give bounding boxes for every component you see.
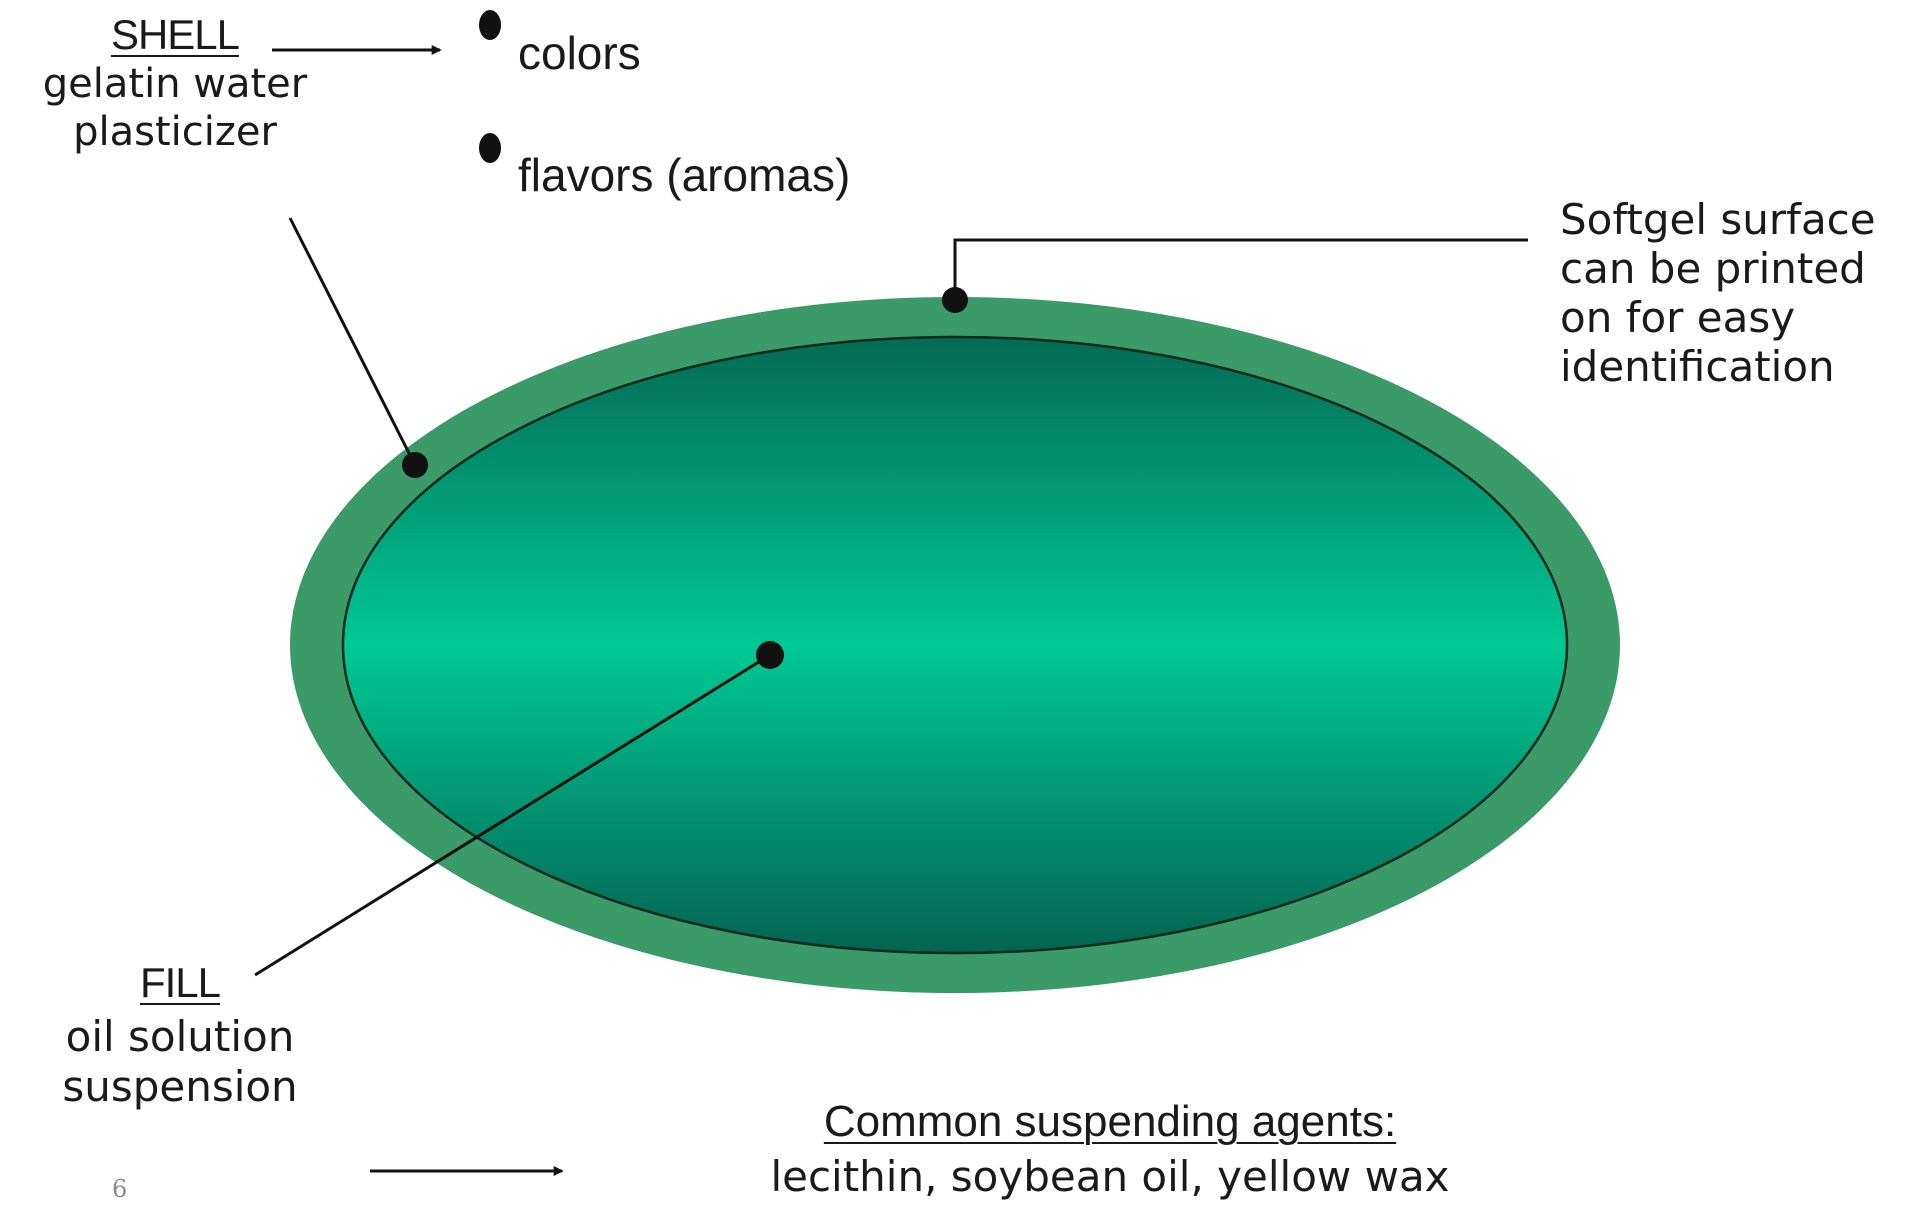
additive-flavors: flavors (aromas) bbox=[518, 152, 850, 198]
surface-leader-dot bbox=[942, 287, 968, 313]
shell-label-block: SHELL gelatin water plasticizer bbox=[10, 14, 340, 152]
surface-line-3: on for easy bbox=[1560, 293, 1876, 342]
surface-line-1: Softgel surface bbox=[1560, 195, 1876, 244]
bullet-colors bbox=[479, 10, 501, 40]
shell-title: SHELL bbox=[10, 14, 340, 56]
shell-leader-dot bbox=[402, 452, 428, 478]
fill-label-block: FILL oil solution suspension bbox=[40, 962, 320, 1108]
surface-leader-line bbox=[955, 240, 1528, 300]
shell-line-2: plasticizer bbox=[10, 112, 340, 152]
shell-line-1: gelatin water bbox=[10, 64, 340, 104]
surface-line-2: can be printed bbox=[1560, 244, 1876, 293]
slide-number: 6 bbox=[112, 1175, 127, 1203]
capsule-fill bbox=[343, 337, 1567, 953]
fill-leader-dot bbox=[756, 641, 784, 669]
fill-line-2: suspension bbox=[40, 1066, 320, 1108]
fill-title: FILL bbox=[40, 962, 320, 1004]
surface-line-4: identification bbox=[1560, 342, 1876, 391]
shell-leader-line bbox=[290, 218, 415, 465]
surface-note: Softgel surface can be printed on for ea… bbox=[1560, 195, 1876, 391]
suspending-agents-block: Common suspending agents: lecithin, soyb… bbox=[700, 1100, 1520, 1198]
suspending-agents-title: Common suspending agents: bbox=[700, 1100, 1520, 1144]
additive-colors: colors bbox=[518, 30, 641, 76]
suspending-agents-list: lecithin, soybean oil, yellow wax bbox=[700, 1156, 1520, 1198]
fill-line-1: oil solution bbox=[40, 1016, 320, 1058]
bullet-flavors bbox=[479, 133, 501, 163]
